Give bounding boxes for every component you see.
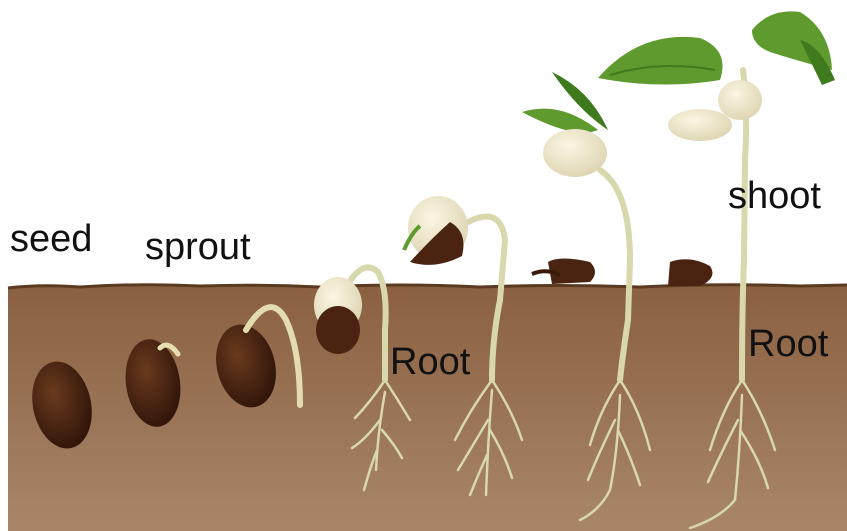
- label-root-left: Root: [390, 343, 470, 381]
- label-sprout: sprout: [145, 228, 251, 266]
- label-shoot: shoot: [728, 177, 821, 215]
- label-seed: seed: [10, 220, 92, 258]
- label-root-right: Root: [748, 325, 828, 363]
